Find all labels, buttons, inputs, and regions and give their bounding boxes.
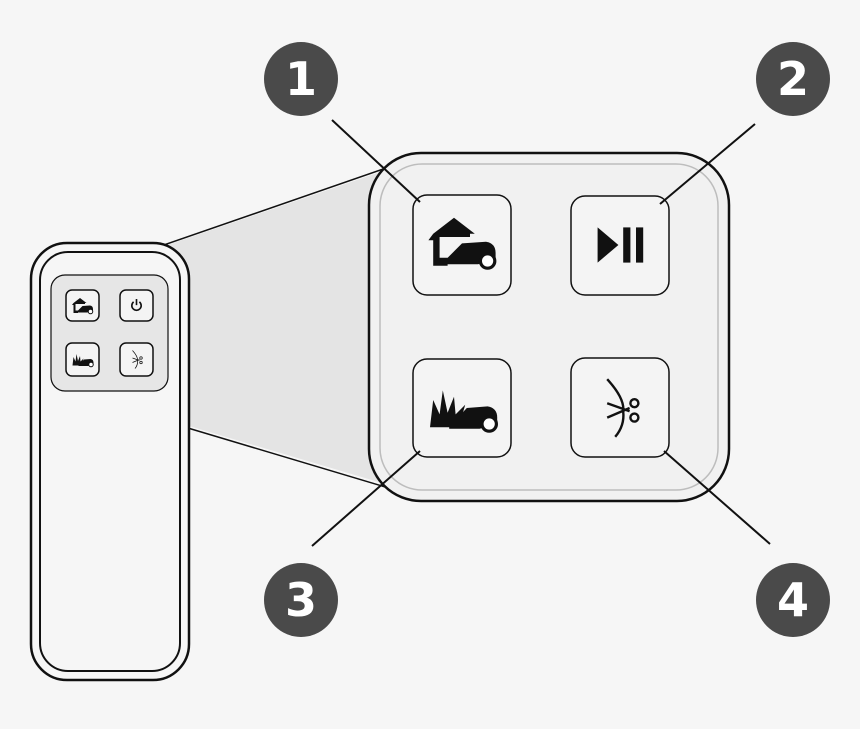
callout-1: 1 bbox=[264, 42, 338, 116]
button-cut-height[interactable] bbox=[570, 357, 670, 458]
button-home-mower[interactable] bbox=[412, 194, 512, 296]
callout-number-1: 1 bbox=[285, 52, 317, 106]
remote-button-cut[interactable] bbox=[119, 342, 154, 377]
button-mow-grass[interactable] bbox=[412, 358, 512, 458]
remote-button-power[interactable] bbox=[119, 289, 154, 322]
callout-3: 3 bbox=[264, 563, 338, 637]
button-play-pause[interactable] bbox=[570, 195, 670, 296]
leader-line-3 bbox=[311, 450, 421, 547]
leader-line-2 bbox=[659, 123, 756, 205]
callout-4: 4 bbox=[756, 563, 830, 637]
callout-2: 2 bbox=[756, 42, 830, 116]
leader-line-1 bbox=[331, 119, 421, 203]
callout-number-2: 2 bbox=[777, 52, 809, 106]
remote-body bbox=[29, 241, 191, 682]
leader-line-4 bbox=[663, 450, 771, 545]
remote-button-mow[interactable] bbox=[65, 342, 100, 377]
callout-number-4: 4 bbox=[777, 573, 809, 627]
callout-number-3: 3 bbox=[285, 573, 317, 627]
remote-button-home[interactable] bbox=[65, 289, 100, 322]
